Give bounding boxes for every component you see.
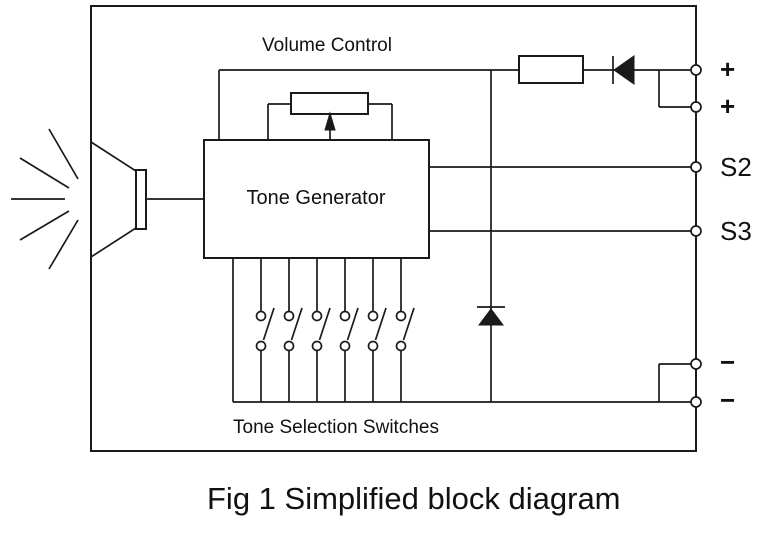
diode-triangle xyxy=(613,55,635,85)
speaker-cone-top xyxy=(90,141,137,172)
positive-terminal-1-label: + xyxy=(720,54,735,84)
speaker-driver xyxy=(135,169,147,230)
tone-selection-switch-bank xyxy=(232,257,691,403)
tone-generator-block xyxy=(203,139,430,259)
sound-waves-icon xyxy=(11,128,79,270)
pot-wiper-arrow-icon xyxy=(324,111,336,131)
resistor-icon xyxy=(518,55,584,84)
volume-control-label: Volume Control xyxy=(262,35,392,56)
sound-ray xyxy=(48,128,79,180)
negative-terminal-2-node xyxy=(690,396,702,408)
terminal-nodes xyxy=(690,64,702,408)
speaker-cone-bottom xyxy=(90,227,137,258)
sound-ray xyxy=(19,157,70,189)
tone-selection-label: Tone Selection Switches xyxy=(233,417,439,438)
terminal-s2-node xyxy=(690,161,702,173)
figure-caption: Fig 1 Simplified block diagram xyxy=(207,481,621,516)
negative-step xyxy=(658,363,691,402)
diode-up-icon xyxy=(477,306,505,326)
positive-terminal-2-node xyxy=(690,101,702,113)
terminal-labels: + + S2 S3 − − xyxy=(720,54,752,415)
negative-terminal-1-label: − xyxy=(720,347,735,377)
negative-terminal-2-label: − xyxy=(720,385,735,415)
terminal-s2-label: S2 xyxy=(720,152,752,182)
diode-left-icon xyxy=(612,55,635,85)
volume-control-circuit xyxy=(218,69,519,140)
potentiometer-icon xyxy=(267,92,393,140)
terminal-s3-node xyxy=(690,225,702,237)
sound-ray xyxy=(48,219,79,270)
positive-terminal-1-node xyxy=(690,64,702,76)
supply-chain xyxy=(518,55,691,108)
terminal-s3-label: S3 xyxy=(720,216,752,246)
speaker-icon xyxy=(11,128,204,270)
diode-triangle xyxy=(478,308,504,326)
potentiometer-body xyxy=(290,92,369,115)
shunt-branch xyxy=(477,70,505,402)
positive-terminal-2-label: + xyxy=(720,91,735,121)
tone-generator-label: Tone Generator xyxy=(247,187,386,209)
sound-ray xyxy=(19,210,70,241)
negative-terminal-1-node xyxy=(690,358,702,370)
